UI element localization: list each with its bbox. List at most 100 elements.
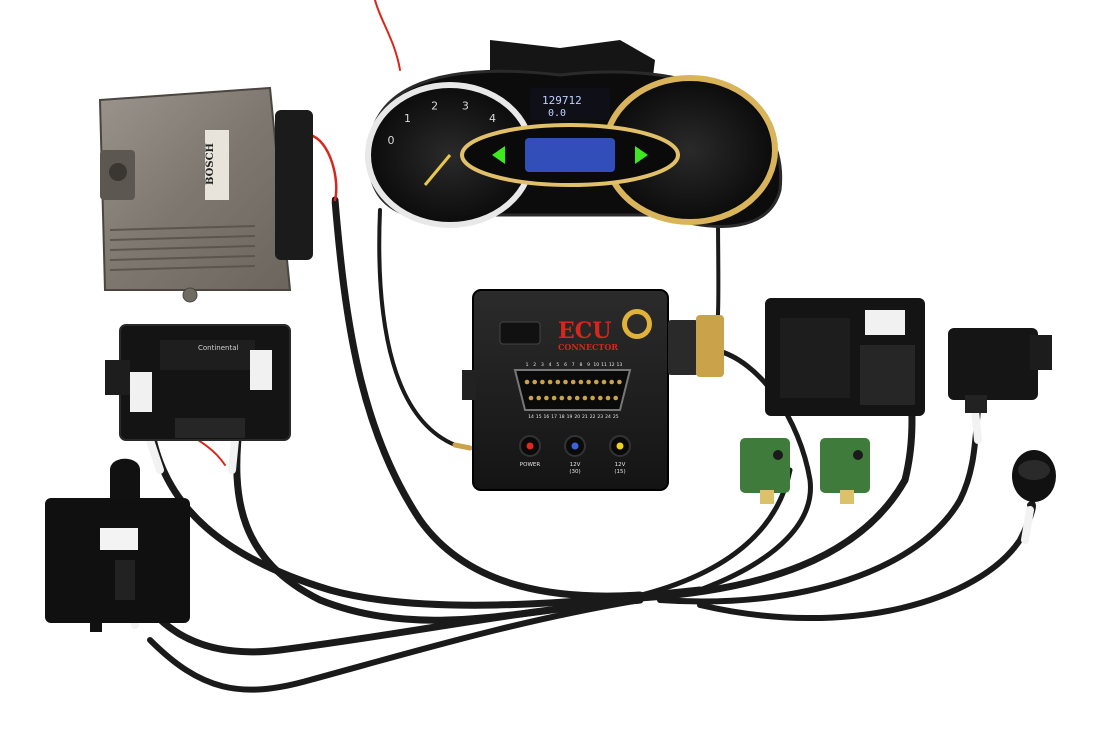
db25-pin (532, 379, 537, 385)
pin-number: 20 (574, 414, 580, 420)
db25-pin (574, 395, 580, 401)
pin-number: 7 (572, 362, 575, 368)
db25-pin (555, 379, 561, 385)
control-unit: Continental (105, 324, 291, 441)
db25-pins (524, 379, 622, 401)
indicator-led-icon (526, 442, 534, 450)
rpm-tick-label: 4 (489, 112, 496, 125)
box-button-label: (30) (569, 469, 580, 475)
instrument-cluster: 0123456 129712 0.0 (365, 40, 783, 228)
db25-pin (582, 395, 588, 401)
pin-number: 1 (526, 362, 529, 368)
pin-number: 17 (551, 414, 557, 420)
body-control-module (765, 298, 925, 416)
box-button-label: POWER (520, 462, 541, 468)
pin-number: 14 (528, 414, 534, 420)
indicator-led-icon (616, 442, 624, 450)
db25-pin (601, 379, 607, 385)
db25-plug (696, 315, 724, 377)
pin-number: 6 (564, 362, 567, 368)
db25-pin (586, 379, 591, 385)
white-connector (865, 310, 905, 335)
rpm-tick-label: 3 (462, 100, 469, 113)
db25-pin (551, 395, 557, 401)
pin-number: 22 (590, 414, 596, 420)
transponder-board-1 (740, 438, 790, 504)
brand-title: ECU (558, 318, 611, 344)
odometer-display (530, 88, 610, 120)
db25-pin (544, 395, 549, 401)
pin-number: 23 (597, 414, 603, 420)
white-connector (100, 528, 138, 550)
pin-number: 16 (544, 414, 550, 420)
trip-text: 0.0 (548, 108, 566, 119)
pin-number: 25 (613, 414, 619, 420)
pin-number: 2 (533, 362, 536, 368)
pin-number: 12 (609, 362, 615, 368)
pin-number: 9 (587, 362, 590, 368)
db25-pin (567, 395, 572, 401)
small-module (45, 458, 190, 632)
pin-number: 4 (549, 362, 552, 368)
right-turn-indicator-icon (635, 146, 648, 164)
pin-number: 21 (582, 414, 588, 420)
rpm-tick-label: 1 (404, 112, 411, 125)
sensor-housing (948, 328, 1052, 413)
rpm-tick-label: 0 (388, 134, 395, 147)
db25-pin (590, 395, 595, 401)
db25-pin (524, 379, 530, 385)
db25-connector (668, 320, 698, 375)
box-button-label: 12V (570, 462, 581, 468)
db25-pin (528, 395, 534, 401)
db25-pin (536, 395, 541, 401)
indicator-led-icon (571, 442, 579, 450)
parking-sensor (1012, 450, 1056, 502)
ecu-brand-text: BOSCH (205, 143, 216, 185)
db25-pin (613, 395, 618, 401)
db25-pin (578, 379, 584, 385)
ecu-connector-plug (275, 110, 313, 260)
white-connector (130, 372, 152, 412)
db25-pin (594, 379, 599, 385)
usb-port (499, 321, 541, 345)
control-unit-brand-text: Continental (198, 344, 239, 352)
ecu-label-sticker (205, 130, 229, 200)
white-connector (250, 350, 272, 390)
pin-number: 11 (601, 362, 607, 368)
db25-pin (540, 379, 545, 385)
pin-number: 5 (556, 362, 559, 368)
db25-pin (605, 395, 611, 401)
pin-number: 18 (559, 414, 565, 420)
ecu-ribs (109, 225, 256, 271)
pin-number: 8 (579, 362, 582, 368)
center-lcd (525, 138, 615, 172)
box-button-label: (15) (614, 469, 625, 475)
db25-pin (598, 395, 603, 401)
brand-subtitle: CONNECTOR (558, 342, 618, 352)
pin-number: 15 (536, 414, 542, 420)
db25-pin (609, 379, 614, 385)
pin-number: 10 (593, 362, 599, 368)
engine-ecu: BOSCH (98, 86, 313, 303)
speedometer-dial (605, 78, 775, 222)
left-turn-indicator-icon (492, 146, 505, 164)
pin-number: 13 (617, 362, 623, 368)
box-button-label: 12V (615, 462, 626, 468)
rpm-tick-label: 2 (431, 100, 438, 113)
db25-pin (547, 379, 553, 385)
pin-number: 19 (567, 414, 573, 420)
db25-pin (570, 379, 576, 385)
db25-pin (563, 379, 568, 385)
tachometer-needle (423, 154, 452, 186)
odometer-text: 129712 (542, 94, 582, 107)
pin-number: 3 (541, 362, 544, 368)
db25-port (513, 369, 632, 411)
db25-pin (617, 379, 622, 385)
db25-pin (559, 395, 565, 401)
pin-number: 24 (605, 414, 611, 420)
transponder-board-2 (820, 438, 870, 504)
